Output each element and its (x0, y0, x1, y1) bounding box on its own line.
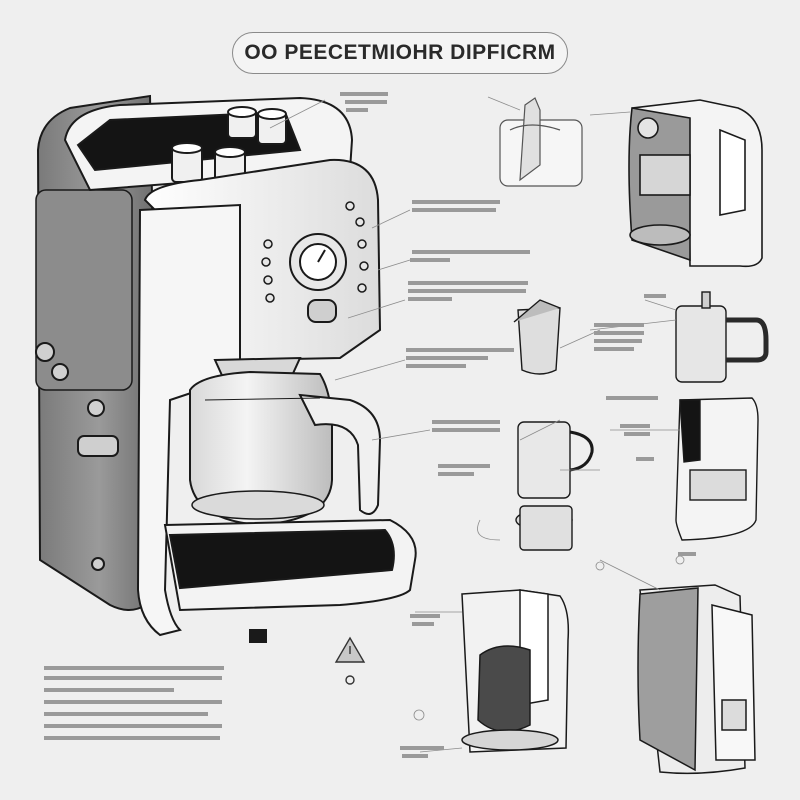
carafe-with-lid (515, 421, 594, 551)
front-push-button (307, 299, 337, 323)
machine-variant-bottomright (637, 584, 756, 775)
side-knob-icon (35, 342, 55, 362)
side-switch (77, 435, 119, 457)
machine-variant-bottommiddle (461, 589, 570, 753)
glass-jug-with-lid (675, 291, 769, 383)
side-screw-icon (91, 557, 105, 571)
warmer-unit (675, 397, 759, 541)
front-button-cluster (261, 201, 369, 303)
side-knob-icon (87, 399, 105, 417)
brew-head-detail (499, 97, 583, 187)
main-coffee-machine (35, 94, 417, 643)
diagram-title-frame: OO PEECETMIOHR DIPFICRM (232, 32, 568, 74)
warning-icon (334, 636, 366, 685)
side-knob-icon (51, 363, 69, 381)
illegible-annotation-bars (44, 92, 696, 758)
diagram-title: OO PEECETMIOHR DIPFICRM (244, 41, 556, 64)
glass-carafe (189, 370, 382, 527)
machine-variant-topright (628, 99, 763, 268)
small-pitcher (513, 299, 561, 375)
top-knobs (171, 106, 287, 189)
side-control-panel (35, 189, 133, 391)
